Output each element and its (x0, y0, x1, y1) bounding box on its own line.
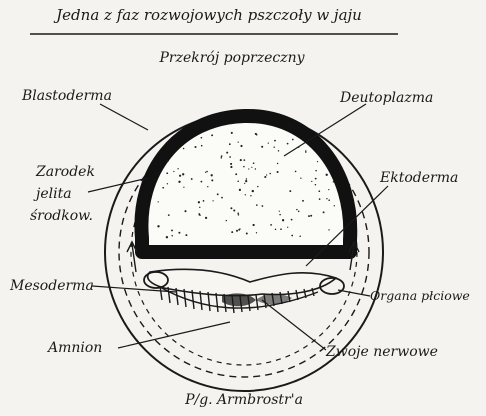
midgut-embryo-band (141, 116, 350, 252)
source-caption: P/g. Armbrostr'a (184, 392, 303, 408)
label-zarodek-line3: środkow. (30, 208, 93, 224)
label-deutoplazma: Deutoplazma (339, 90, 433, 106)
label-mesoderma: Mesoderma (9, 278, 94, 294)
label-zwoje-nerwowe: Zwoje nerwowe (325, 344, 438, 360)
label-zarodek-line2: jelita (33, 186, 72, 202)
label-ektoderma: Ektoderma (379, 170, 458, 186)
label-organa-plciowe: Organa płciowe (370, 288, 470, 303)
label-amnion: Amnion (46, 340, 102, 356)
label-zarodek-line1: Zarodek (35, 164, 95, 180)
label-blastoderma: Blastoderma (21, 88, 112, 104)
diagram-subtitle: Przekrój poprzeczny (158, 50, 305, 66)
diagram-title: Jedna z faz rozwojowych pszczoły w jaju (53, 6, 362, 24)
